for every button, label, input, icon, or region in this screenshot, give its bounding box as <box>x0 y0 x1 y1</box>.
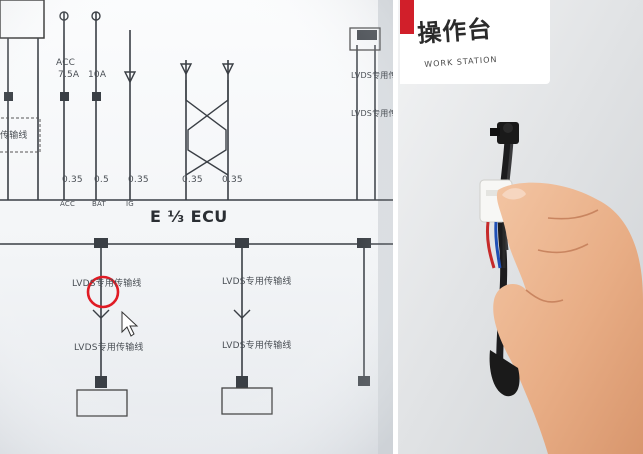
pin-label-ig: IG <box>126 200 134 208</box>
schematic-photo: E ⅓ ECU ACC 7.5A 10A 0.35 0.5 0.35 0.35 … <box>0 0 393 454</box>
fuse-label-10a: 10A <box>88 70 107 80</box>
lvds-label-left-2: LVDS专用传输线 <box>74 343 144 353</box>
lvds-label-right-1: LVDS专用传输线 <box>222 277 292 287</box>
lvds-label-left-1: LVDS专用传输线 <box>72 279 142 289</box>
colored-wires <box>486 221 506 269</box>
hand <box>493 182 643 454</box>
side-label: 传输线 <box>0 131 28 141</box>
hand-with-cable <box>398 0 643 454</box>
lvds-label-top-2: LVDS专用传输线 <box>351 109 393 118</box>
finger-lines <box>525 209 599 303</box>
thumbnail <box>502 188 526 200</box>
pin-label-acc: ACC <box>60 200 76 208</box>
wire-value-4: 0.35 <box>182 175 203 185</box>
wire-value-1: 0.35 <box>62 175 83 185</box>
vignette <box>0 0 393 454</box>
wire-value-3: 0.35 <box>128 175 149 185</box>
cable-end <box>489 350 520 397</box>
pin-label-bat: BAT <box>92 200 106 208</box>
connector-tab <box>490 128 500 136</box>
fuse-label-acc: ACC <box>56 58 76 68</box>
wire-value-5: 0.35 <box>222 175 243 185</box>
work-station-sign <box>400 0 550 84</box>
sign-chinese-title: 操作台 <box>416 14 494 48</box>
cable-photo: 操作台 WORK STATION <box>398 0 643 454</box>
connector-lens <box>503 123 513 133</box>
sign-red-stripe <box>400 0 414 34</box>
ecu-label: E ⅓ ECU <box>150 207 228 226</box>
panel-divider <box>393 0 398 454</box>
fuse-label-7-5a: 7.5A <box>58 70 80 80</box>
lvds-label-top-1: LVDS专用传输线 <box>351 71 393 80</box>
wiring-diagram <box>0 0 393 454</box>
plug-ridge <box>486 190 506 196</box>
lvds-label-right-2: LVDS专用传输线 <box>222 341 292 351</box>
wire-value-2: 0.5 <box>94 175 109 185</box>
